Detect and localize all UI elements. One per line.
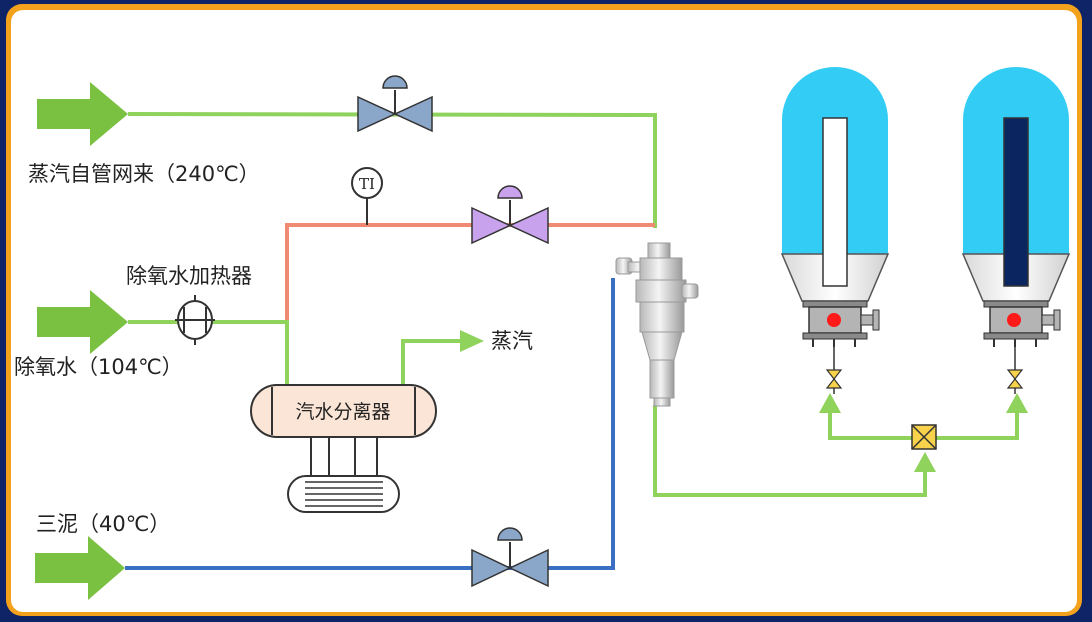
ti-label: TI — [359, 175, 375, 193]
green-arrow-icon — [37, 290, 128, 354]
separator-vessel: 汽水分离器 — [250, 384, 437, 513]
separator-label: 汽水分离器 — [295, 401, 390, 423]
ejector-mixer-icon — [615, 242, 699, 407]
pipe-sludge — [125, 278, 615, 570]
sludge-label: 三泥（40℃） — [36, 512, 170, 536]
storage-tank-icon — [780, 67, 890, 394]
ti-gauge-icon: TI — [351, 167, 383, 225]
green-arrow-icon — [35, 536, 125, 600]
storage-tank-icon — [961, 67, 1071, 394]
steam-in-label: 蒸汽自管网来（240℃） — [28, 162, 260, 186]
pipe-steam-top — [127, 112, 657, 228]
heater-label: 除氧水加热器 — [126, 264, 252, 288]
hot-water-valve-icon[interactable] — [471, 185, 549, 245]
pipe-mixer-outlet — [653, 405, 936, 497]
pipe-steam-out — [401, 330, 484, 395]
pipe-hot-water — [285, 223, 655, 320]
steam-valve-icon[interactable] — [357, 75, 433, 133]
heater-icon — [175, 295, 215, 345]
sludge-valve-icon[interactable] — [471, 527, 549, 588]
green-arrow-icon — [37, 82, 128, 146]
distribution-valve-icon[interactable] — [911, 424, 937, 450]
deaerated-water-label: 除氧水（104℃） — [14, 355, 183, 379]
steam-out-label: 蒸汽 — [491, 329, 533, 353]
